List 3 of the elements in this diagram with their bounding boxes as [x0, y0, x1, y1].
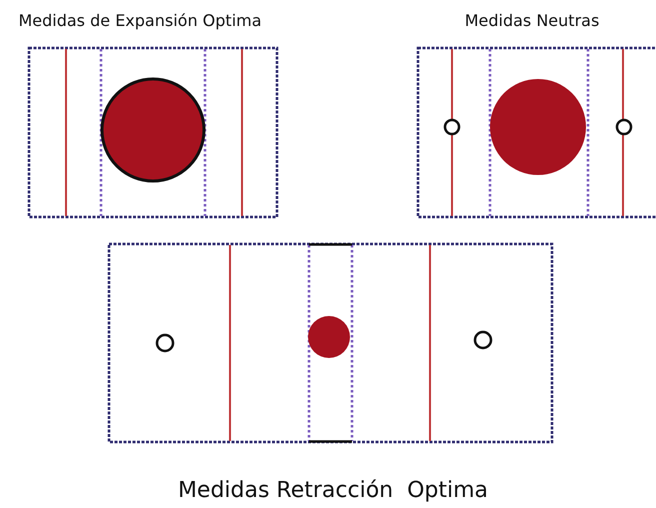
panel-heading: Medidas Neutras [464, 10, 600, 30]
panel-heading: Medidas de Expansión Optima [18, 10, 262, 30]
panel-heading: Medidas Retracción Optima [178, 478, 488, 502]
